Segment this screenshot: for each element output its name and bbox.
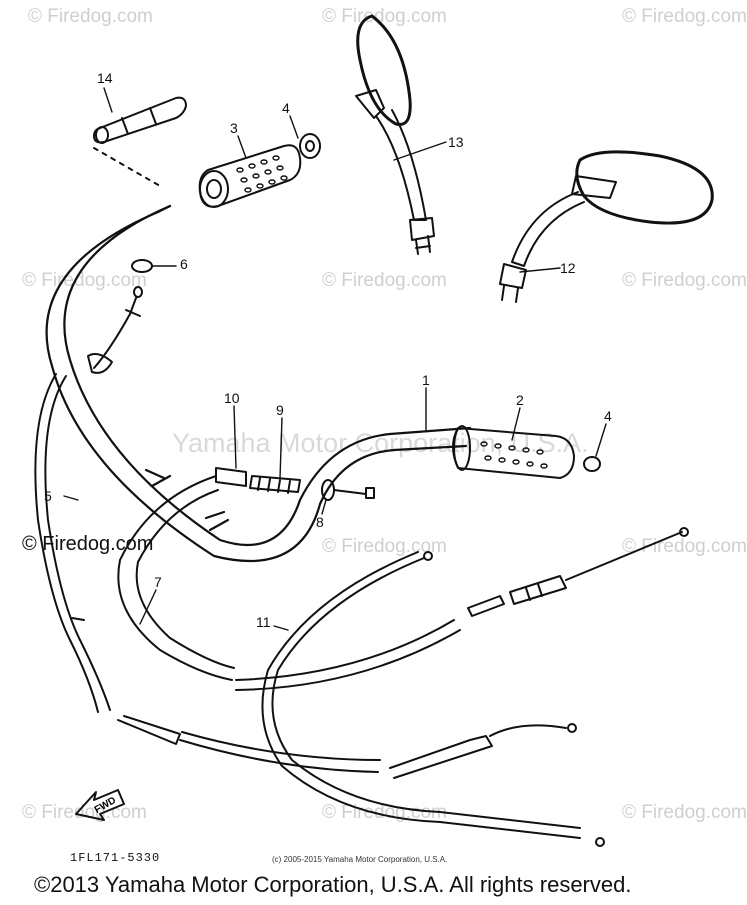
fwd-arrow-icon [75,789,125,821]
callout-leaders [63,87,607,631]
callout-10: 10 [224,390,240,406]
watermark: © Firedog.com [322,6,447,27]
callout-1: 1 [422,372,430,388]
left-grip-part-3 [198,144,302,208]
watermark: © Firedog.com [28,6,153,27]
right-grip-part-2 [452,425,575,479]
watermark: © Firedog.com [322,270,447,291]
watermark: © Firedog.com [22,270,147,291]
watermark: © Firedog.com [622,802,747,823]
cap-part-4 [299,133,321,159]
callout-4-right: 4 [604,408,612,424]
cable-part-5 [34,373,111,713]
part-number: 1FL171-5330 [70,851,161,865]
watermark: © Firedog.com [622,6,747,27]
cap-part-4-right [583,456,601,472]
watermark: © Firedog.com [622,536,747,557]
firedog-watermark: © Firedog.com [22,533,154,555]
callout-13: 13 [448,134,464,150]
callout-12: 12 [560,260,576,276]
cable-part-11 [235,527,689,847]
callout-7: 7 [154,574,162,590]
grip-end-part-14 [93,96,187,187]
callout-6: 6 [180,256,188,272]
callout-3: 3 [230,120,238,136]
left-mirror-part-13 [355,14,435,255]
throttle-cable-part-7 [117,475,381,773]
cable-adjuster-parts-8-9-10 [215,467,375,501]
small-copyright: (c) 2005-2015 Yamaha Motor Corporation, … [272,855,448,864]
right-mirror-part-12 [499,150,714,303]
clamp-part-6 [87,259,153,374]
watermark: © Firedog.com [622,270,747,291]
handlebar-part-1 [45,204,472,563]
callout-8: 8 [316,514,324,530]
callout-11: 11 [256,614,271,630]
footer-copyright: ©2013 Yamaha Motor Corporation, U.S.A. A… [34,872,632,897]
callout-5: 5 [44,488,52,504]
callout-4: 4 [282,100,290,116]
watermark: © Firedog.com [322,536,447,557]
callout-14: 14 [97,70,113,86]
callout-9: 9 [276,402,284,418]
callout-2: 2 [516,392,524,408]
